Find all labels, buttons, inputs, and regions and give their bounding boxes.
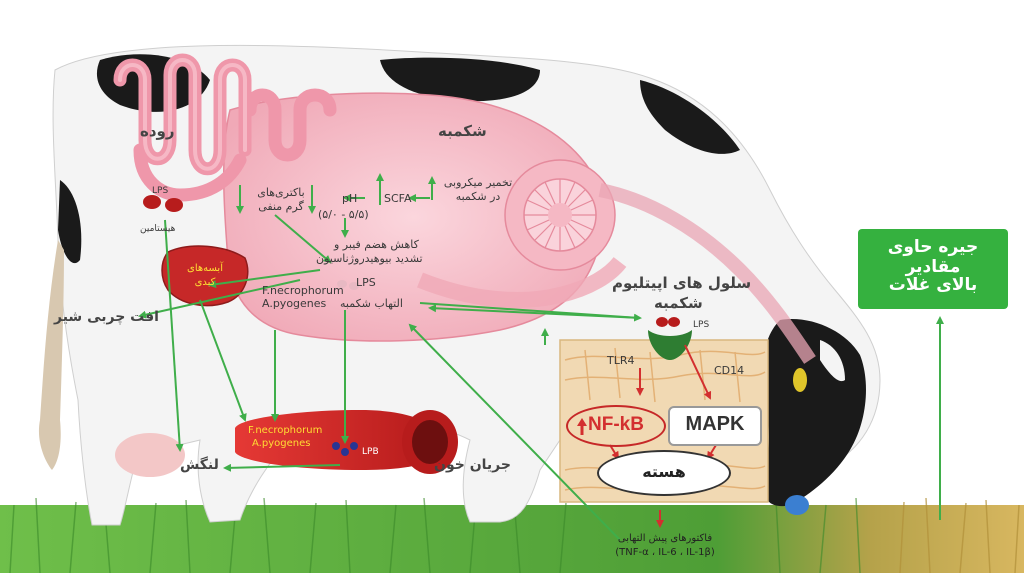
blood-vessel-lumen: [412, 420, 448, 464]
lps-molecule-icon-rumen: [337, 280, 359, 290]
liver-organ: [161, 245, 249, 307]
cow-tail: [38, 240, 64, 470]
label-nfkb: NF-kB: [588, 414, 644, 435]
cow-patch-top: [380, 57, 540, 102]
cow-head: [763, 319, 866, 507]
label-rumen: شکمبه: [438, 122, 487, 140]
label-cd14: CD14: [714, 364, 745, 377]
blood-vessel: [235, 410, 430, 470]
label-mapk: MAPK: [685, 413, 745, 435]
label-fiber-digestion-2: تشدید بیوهیدروژناسیون: [316, 252, 423, 265]
label-fiber-digestion-1: کاهش هضم فیبر و: [334, 238, 419, 251]
label-histamine: هیستامین: [140, 224, 176, 234]
label-fnecrophorum-blood: F.necrophorum: [248, 425, 323, 436]
lps-molecule-icon-epithelium: [648, 317, 692, 360]
nfkb-badge: NF-kB: [566, 405, 666, 447]
label-epithelium-1: سلول های اپیتلیوم: [612, 274, 752, 292]
label-intestine: روده: [140, 122, 175, 140]
cow-ear-tag: [793, 368, 807, 392]
label-lpb: LPB: [362, 447, 379, 457]
label-scfa: SCFA: [384, 192, 412, 205]
esophagus: [598, 183, 816, 364]
label-epithelium-2: شکمبه: [654, 294, 703, 312]
label-gram-negative: باکتری‌های گرم منفی: [257, 186, 305, 213]
label-liver-abscess-2: کبدی: [194, 277, 216, 288]
label-tlr4: TLR4: [607, 354, 635, 367]
label-proinflammatory-1: فاکتورهای پیش التهابی: [617, 533, 713, 544]
label-diet-1: جیره حاوی مقادیر: [887, 237, 979, 277]
label-lps-intestine: LPS: [152, 186, 169, 196]
cow-patch-shoulder: [640, 80, 740, 154]
label-proinflammatory-2: (TNF-α ، IL-6 ، IL-1β): [615, 547, 715, 558]
cow-patch-rear: [58, 180, 82, 264]
green-arrows: [138, 173, 944, 541]
label-ph: pH: [342, 192, 358, 205]
intestine-highlight: [118, 58, 247, 171]
cow-face-blaze: [820, 340, 845, 382]
label-lps-epithelium: LPS: [693, 320, 710, 330]
cow-udder: [115, 433, 185, 477]
label-rumenitis: التهاب شکمبه: [340, 297, 403, 310]
label-microbial-fermentation: تخمیر میکروبی در شکمبه: [443, 176, 513, 203]
label-liver-abscess-1: آبسه‌های: [187, 263, 223, 274]
abomasum: [417, 256, 627, 308]
grain-stalks: [899, 497, 1020, 573]
lps-molecule-icon-intestine: [143, 195, 183, 212]
grass-blades: [9, 497, 861, 573]
omasum-center: [548, 203, 572, 227]
label-apyogenes-rumen: A.pyogenes: [262, 297, 327, 310]
label-ph-range: (۵/۵ - ۵/۰): [318, 208, 369, 221]
high-grain-diet-box: جیره حاوی مقادیر بالای غلات: [858, 229, 1008, 309]
mapk-box: MAPK: [668, 406, 762, 446]
cow-muzzle: [785, 495, 809, 515]
lps-molecule-icon-blood: [332, 442, 358, 456]
label-lameness: لنگش: [180, 457, 219, 473]
nucleus-ellipse: هسته: [597, 450, 731, 496]
label-bloodstream: جریان خون: [434, 457, 511, 473]
label-lps-rumen: LPS: [356, 276, 376, 289]
label-apyogenes-blood: A.pyogenes: [252, 438, 311, 449]
label-milk-fat: افت چربی شیر: [54, 309, 159, 325]
label-nucleus: هسته: [642, 462, 686, 481]
label-diet-2: بالای غلات: [888, 275, 978, 295]
label-fnecrophorum-rumen: F.necrophorum: [262, 284, 344, 297]
